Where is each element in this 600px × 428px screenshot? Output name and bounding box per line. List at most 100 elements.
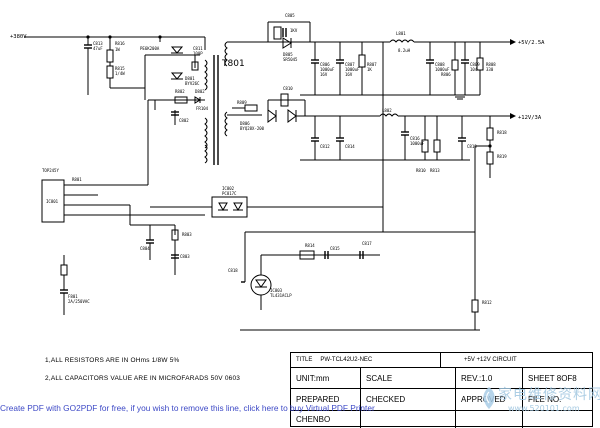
circuit-name: +5V +12V CIRCUIT: [464, 357, 517, 363]
snubber-network: C813 47uF R816 1W R815 1/4W PE6K200A D80…: [93, 37, 203, 100]
input-rail: +380V: [10, 34, 206, 95]
r803-label: R803: [182, 232, 192, 237]
c811-label: C811: [193, 46, 203, 51]
c805-label: C805: [285, 13, 295, 18]
c806-voltage: 16V: [320, 72, 328, 77]
f801-label: F801: [68, 294, 78, 299]
rev-cell: REV.:1.0: [456, 368, 523, 388]
c815-label: C815: [330, 246, 340, 251]
sign-row: PREPARED CHECKED APPROVED FILE NO.: [291, 389, 592, 411]
c811-value: 100P: [193, 51, 203, 56]
output-12v-label: +12V/3A: [518, 115, 542, 121]
site-watermark: 家电维修资料网 www.520101.com: [478, 382, 600, 424]
d801-label: D801: [185, 76, 195, 81]
r812-label: R812: [482, 300, 492, 305]
scale-cell: SCALE: [361, 368, 456, 388]
d806-part: BYQ28X-200: [240, 126, 265, 131]
unit-cell: UNIT:mm: [291, 368, 361, 388]
c806-value: 1000uF: [320, 67, 335, 72]
l801-label: L801: [396, 31, 406, 36]
sheet-cell: SHEET 8OF8: [528, 373, 577, 383]
l802-label: L802: [382, 108, 392, 113]
secondary-12v: R809 D806 BYQ28X-200 C810 L802 +12V/3A: [227, 86, 542, 178]
c807-voltage: 16V: [345, 72, 353, 77]
c813-value: 47uF: [93, 46, 103, 51]
note-capacitors: 2,ALL CAPACITORS VALUE ARE IN MICROFARAD…: [45, 375, 241, 382]
d806-label: D806: [240, 121, 250, 126]
approved-cell: APPROVED: [456, 389, 523, 410]
r802-label: R802: [175, 89, 185, 94]
r818-label: R818: [497, 130, 507, 135]
watermark-url: www.520101.com: [508, 404, 580, 413]
unit-row: UNIT:mm SCALE REV.:1.0 SHEET 8OF8: [291, 368, 592, 389]
title-value: PW-TCL42U2-NEC: [320, 357, 373, 363]
c816-label: C816: [410, 136, 420, 141]
pdf-banner-link[interactable]: Create PDF with GO2PDF for free, if you …: [0, 403, 375, 413]
c806-label: C806: [320, 62, 330, 67]
r807-value: 1K: [367, 67, 372, 72]
c819-label: C818: [228, 268, 238, 273]
r809-label: R809: [237, 100, 247, 105]
opto-ref: IC802: [222, 186, 235, 191]
checked-cell: CHECKED: [361, 389, 456, 410]
r814-label: R814: [305, 243, 315, 248]
c817-label: C817: [362, 241, 372, 246]
watermark-text: 家电维修资料网: [498, 387, 600, 403]
author-row: CHENBO: [291, 411, 592, 428]
title-row: TITLE PW-TCL42U2-NEC +5V +12V CIRCUIT: [291, 353, 592, 368]
c816-value: 1000uF: [410, 141, 425, 146]
prepared-cell: PREPARED: [291, 389, 361, 410]
r815-value: 1/4W: [115, 71, 125, 76]
r810-label: R810: [416, 168, 426, 173]
c812-label: C812: [320, 144, 330, 149]
c809-label: C809: [470, 62, 480, 67]
ic801-ref: IC801: [46, 199, 59, 204]
input-voltage-label: +380V: [10, 34, 27, 40]
regulator-ref: IC803: [270, 288, 283, 293]
d802-label: D802: [195, 89, 205, 94]
c814-label: C814: [345, 144, 355, 149]
r808-value: 330: [486, 67, 494, 72]
r816-label: R816: [115, 41, 125, 46]
transformer-label: T801: [221, 59, 245, 69]
regulator-part: TL431ACLP: [270, 293, 292, 298]
c813-label: C813: [93, 41, 103, 46]
file-no-cell: FILE NO.: [528, 395, 562, 404]
c808-label: C808: [435, 62, 445, 67]
opto-part: PC817C: [222, 191, 237, 196]
output-5v-label: +5V/2.5A: [518, 40, 545, 46]
r806-label: R806: [441, 72, 451, 77]
c807-value: 1000uF: [345, 67, 360, 72]
l801-value: 8.2uH: [398, 48, 411, 53]
r813-label: R813: [430, 168, 440, 173]
d805-label: D805: [283, 52, 293, 57]
f801-rating: 2A/250VAC: [68, 299, 90, 304]
author-cell: CHENBO: [291, 411, 361, 428]
c805-value: 1KV: [290, 28, 298, 33]
transformer-t801: T801: [204, 41, 245, 165]
r808-label: R808: [486, 62, 496, 67]
note-resistors: 1,ALL RESISTORS ARE IN OHms 1/8W 5%: [45, 357, 180, 364]
c818-label: C818: [467, 144, 477, 149]
r801-label: R801: [72, 177, 82, 182]
title-label: TITLE: [296, 357, 313, 363]
r807-label: R807: [367, 62, 377, 67]
secondary-5v: C805 1KV D805 SR5045 L801 8.2uH +5V/2.5A: [227, 13, 545, 100]
r816-value: 1W: [115, 47, 120, 52]
r815-label: R815: [115, 66, 125, 71]
c802-label: C802: [179, 118, 189, 123]
c807-label: C807: [345, 62, 355, 67]
power-ic-ic801: IC801 TOP245Y R801 R802 D802 FR104 C802 …: [41, 89, 209, 315]
d803-label: PE6K200A: [140, 46, 160, 51]
feedback-loop: R814 C815 C817 IC803 TL431ACLP C818 R812: [228, 42, 492, 331]
c809-value: 104: [470, 67, 478, 72]
watermark-logo-icon: [483, 387, 495, 409]
c808-value: 1000uF: [435, 67, 450, 72]
optocoupler-ic802: IC802 PC817C: [150, 186, 383, 218]
c810-label: C810: [283, 86, 293, 91]
d802-part: FR104: [196, 106, 209, 111]
d805-part: SR5045: [283, 57, 298, 62]
ic801-part: TOP245Y: [42, 168, 59, 173]
r819-label: R819: [497, 154, 507, 159]
